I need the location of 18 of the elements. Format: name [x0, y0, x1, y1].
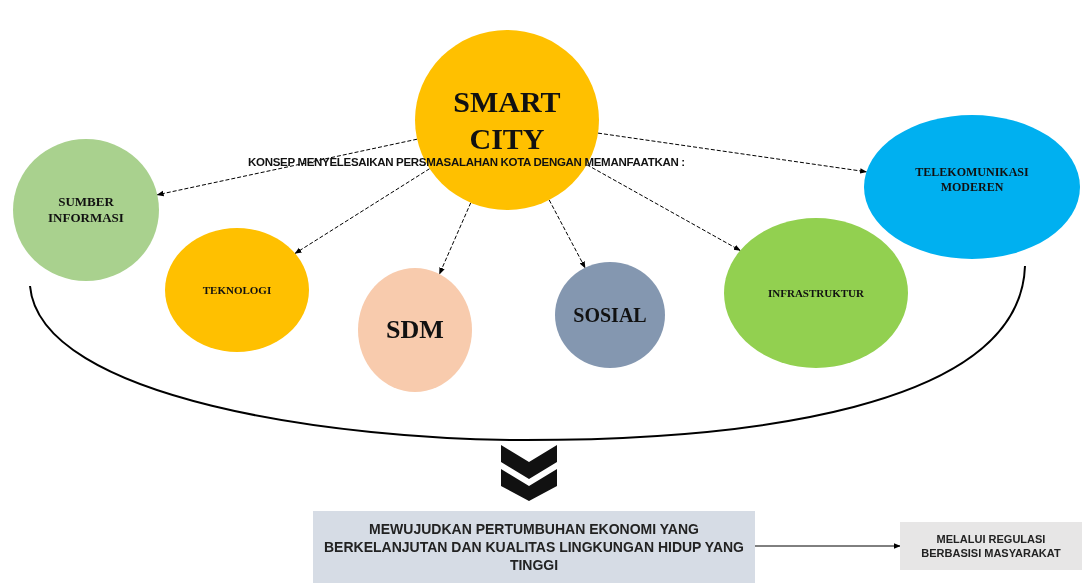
arrow	[439, 202, 472, 275]
node-label: TEKNOLOGI	[201, 284, 273, 296]
node-label: SOSIAL	[572, 303, 648, 327]
node-label: INFRASTRUKTUR	[767, 287, 865, 299]
arrow	[548, 199, 586, 269]
node-label: MEWUJUDKAN PERTUMBUHAN EKONOMI YANG BERKELANJUTAN DAN KUALITAS LINGKUNGAN HIDUP YANG TINGGI	[323, 519, 745, 575]
node-label: TELEKOMUNIKASI MODEREN	[914, 165, 1030, 195]
arrow	[597, 132, 868, 174]
arrow	[294, 168, 431, 254]
arrow	[586, 164, 741, 251]
node-label: SDM	[385, 315, 445, 345]
arrow	[754, 543, 901, 549]
title-text: SMART CITY	[452, 83, 562, 157]
node-label: SUMBER INFORMASI	[47, 194, 125, 226]
node-label: MELALUI REGULASI BERBASISI MASYARAKAT	[920, 531, 1062, 561]
method-box	[900, 522, 1082, 570]
arrow	[156, 138, 418, 197]
goal-box	[313, 511, 755, 583]
